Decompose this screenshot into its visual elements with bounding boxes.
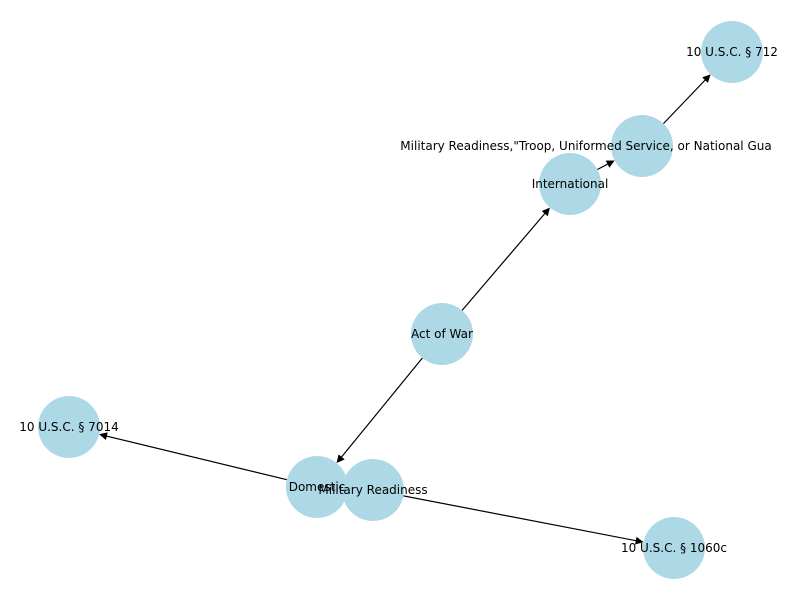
node-label-intl: International	[532, 177, 609, 191]
node-act	[411, 303, 473, 365]
edge-intl-to-mr_troop	[597, 160, 615, 171]
edge-mr-to-usc1060c	[403, 495, 644, 545]
node-label-mr_troop: Military Readiness,"Troop, Uniformed Ser…	[400, 139, 771, 153]
node-mr	[342, 459, 404, 521]
node-intl	[539, 153, 601, 215]
edge-act-to-domestic	[336, 357, 423, 463]
node-label-act: Act of War	[411, 327, 473, 341]
node-label-usc1060c: 10 U.S.C. § 1060c	[621, 541, 727, 555]
edges-layer	[99, 74, 711, 545]
node-label-usc7014: 10 U.S.C. § 7014	[19, 420, 118, 434]
node-usc7014	[38, 396, 100, 458]
node-label-domestic: Domestic	[289, 480, 346, 494]
node-label-mr: Military Readiness	[318, 483, 427, 497]
edge-act-to-intl	[461, 207, 550, 311]
node-usc1060c	[643, 517, 705, 579]
nodes-layer	[38, 21, 763, 579]
node-usc712	[701, 21, 763, 83]
node-mr_troop	[611, 115, 673, 177]
edge-mr_troop-to-usc712	[663, 74, 711, 125]
node-label-usc712: 10 U.S.C. § 712	[686, 45, 778, 59]
node-domestic	[286, 456, 348, 518]
edge-domestic-to-usc7014	[99, 432, 288, 481]
